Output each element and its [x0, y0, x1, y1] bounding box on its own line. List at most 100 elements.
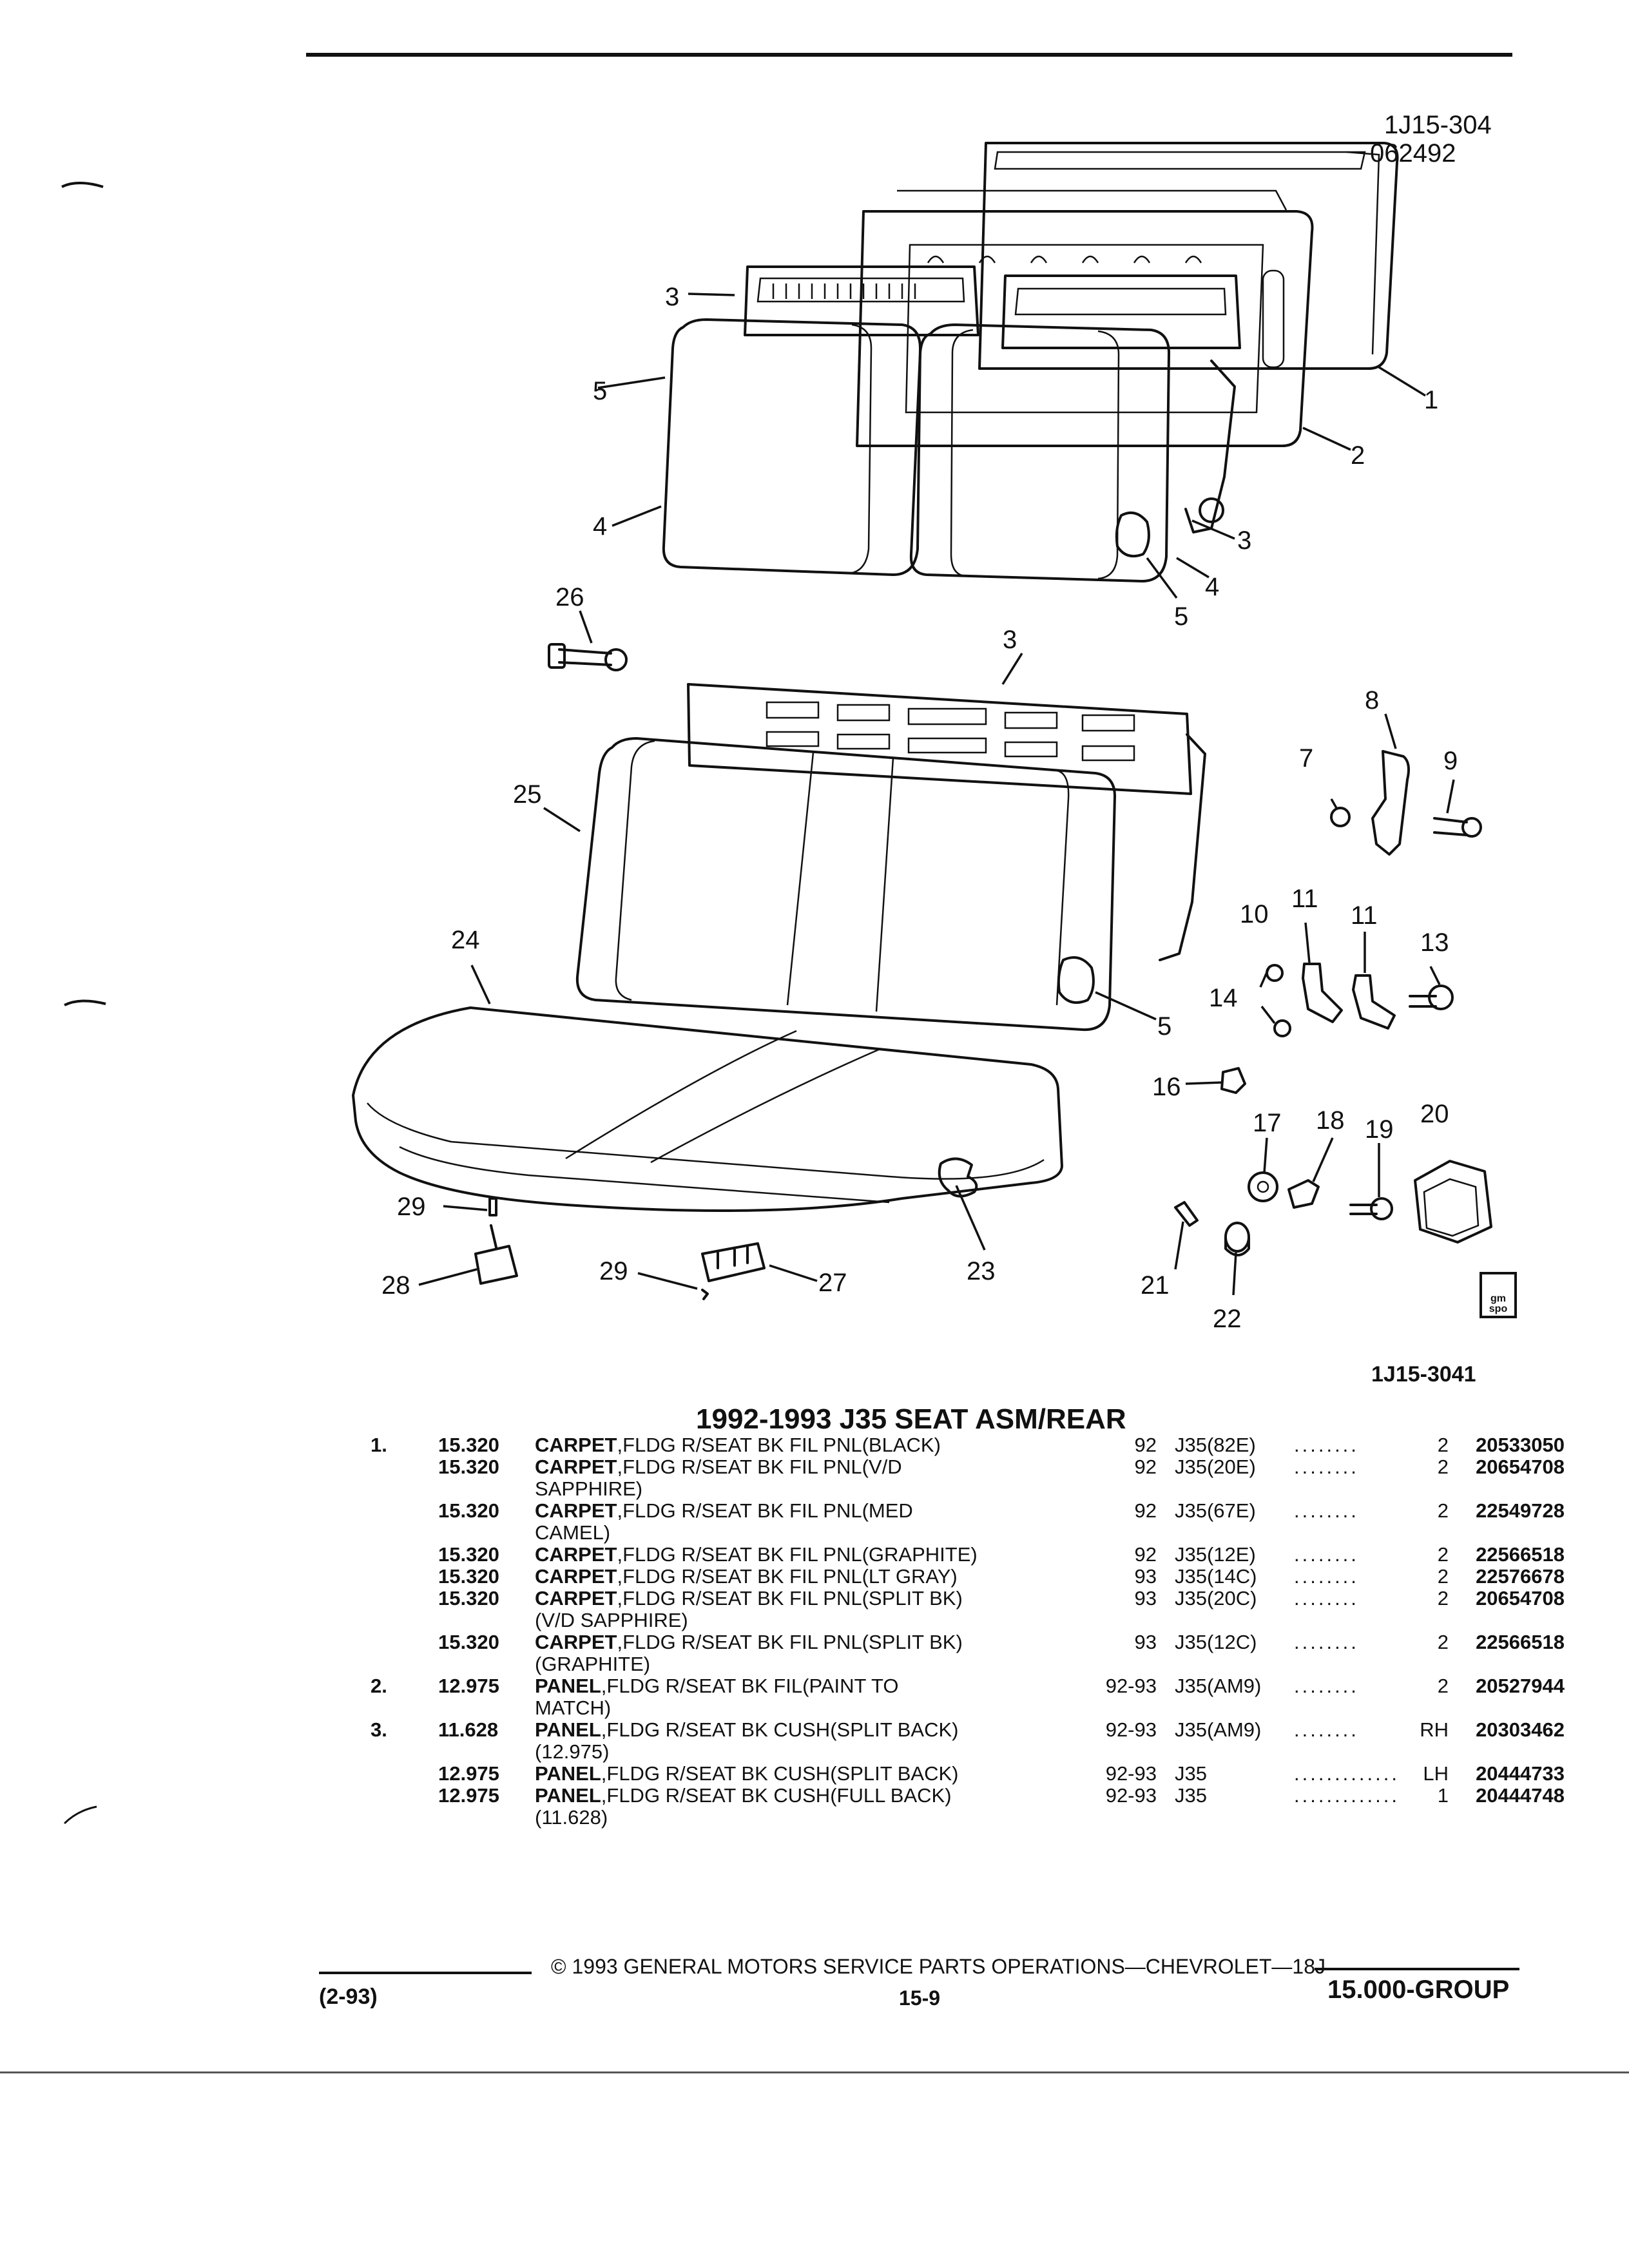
- part-29-screw-a: [488, 1197, 497, 1216]
- parts-description: PANEL,FLDG R/SEAT BK CUSH(SPLIT BACK)(12…: [535, 1719, 1060, 1763]
- parts-years: 93: [1134, 1631, 1157, 1653]
- figure-id: 1J15-3041: [1371, 1362, 1476, 1387]
- parts-name: PANEL: [535, 1762, 601, 1785]
- part-18-bushing: [1287, 1179, 1320, 1209]
- parts-table-body: 1. 15.320 CARPET,FLDG R/SEAT BK FIL PNL(BL…: [371, 1434, 1565, 1829]
- parts-leader-dots: ........: [1294, 1718, 1359, 1741]
- section-title: 1992-1993 J35 SEAT ASM/REAR: [696, 1403, 1126, 1435]
- parts-leader-dots: ........: [1294, 1499, 1359, 1522]
- parts-years: 92-93: [1105, 1675, 1157, 1697]
- parts-item-number: [371, 1500, 438, 1544]
- parts-description: CARPET,FLDG R/SEAT BK FIL PNL(BLACK): [535, 1434, 1060, 1456]
- callout-8: 8: [1365, 686, 1379, 715]
- part-19-bolt: [1349, 1197, 1393, 1220]
- parts-quantity: 2: [1437, 1675, 1449, 1697]
- parts-desc-line2: (V/D SAPPHIRE): [535, 1609, 688, 1631]
- parts-usage: J35(14C): [1175, 1565, 1257, 1588]
- parts-quantity: 2: [1437, 1456, 1449, 1478]
- parts-group-number: 11.628: [438, 1718, 499, 1741]
- parts-desc-line2: (12.975): [535, 1740, 610, 1763]
- parts-years: 92-93: [1105, 1762, 1157, 1785]
- parts-usage: J35(67E): [1175, 1499, 1256, 1522]
- parts-item-number: [371, 1544, 438, 1566]
- parts-part-number: 20654708: [1476, 1456, 1565, 1478]
- parts-years: 93: [1134, 1587, 1157, 1610]
- parts-name: PANEL: [535, 1718, 601, 1741]
- gm-spo-logo: gm spo: [1480, 1272, 1517, 1318]
- part-20-handle: [1414, 1160, 1492, 1244]
- parts-quantity: 2: [1437, 1565, 1449, 1588]
- callout-18: 18: [1316, 1106, 1345, 1135]
- parts-leader-dots: ........: [1294, 1675, 1359, 1697]
- callout-labels: 3 1 2 3 5 4 4 5 26 3 7 8 9 25 24 5 10 11…: [381, 283, 1458, 1333]
- callout-5b: 5: [1174, 602, 1188, 631]
- parts-name: CARPET: [535, 1631, 617, 1653]
- parts-usage: J35(20C): [1175, 1587, 1257, 1610]
- leader-lines: [418, 293, 1455, 1296]
- parts-quantity: 2: [1437, 1631, 1449, 1653]
- parts-quantity: 2: [1437, 1434, 1449, 1456]
- callout-28: 28: [381, 1271, 410, 1300]
- parts-group-number: 15.320: [438, 1456, 499, 1478]
- parts-years: 93: [1134, 1565, 1157, 1588]
- parts-item-number: 1.: [371, 1434, 387, 1456]
- parts-item-number: [371, 1631, 438, 1675]
- callout-23: 23: [967, 1257, 996, 1285]
- parts-item-number: [371, 1763, 438, 1785]
- part-25-back-cushion: [575, 737, 1116, 1032]
- parts-years: 92: [1134, 1543, 1157, 1566]
- parts-leader-dots: ........: [1294, 1456, 1359, 1478]
- parts-item-number: [371, 1588, 438, 1631]
- parts-name: CARPET: [535, 1587, 617, 1610]
- parts-description: PANEL,FLDG R/SEAT BK CUSH(SPLIT BACK): [535, 1763, 1060, 1785]
- callout-2: 2: [1351, 441, 1365, 470]
- parts-desc-line2: (GRAPHITE): [535, 1653, 651, 1675]
- parts-name: CARPET: [535, 1565, 617, 1588]
- footer-copyright: © 1993 GENERAL MOTORS SERVICE PARTS OPER…: [551, 1955, 1325, 1978]
- parts-item-number: [371, 1456, 438, 1500]
- part-24-seat-cushion: [352, 1006, 1063, 1212]
- callout-4a: 4: [593, 512, 607, 541]
- parts-usage: J35(12E): [1175, 1543, 1256, 1566]
- part-3-frame-right: [1001, 274, 1241, 533]
- parts-desc-line1: ,FLDG R/SEAT BK FIL PNL(GRAPHITE): [617, 1543, 978, 1566]
- parts-group-number: 15.320: [438, 1499, 499, 1522]
- parts-desc-line2: CAMEL): [535, 1521, 611, 1544]
- callout-3a: 3: [665, 283, 679, 311]
- callout-1: 1: [1424, 386, 1438, 414]
- part-21-screw: [1174, 1201, 1199, 1227]
- part-7-nut: [1330, 807, 1351, 827]
- parts-leader-dots: .............: [1294, 1762, 1400, 1785]
- callout-7: 7: [1299, 744, 1313, 773]
- parts-part-number: 20303462: [1476, 1718, 1565, 1741]
- parts-group-number: 15.320: [438, 1631, 499, 1653]
- callout-14: 14: [1209, 984, 1238, 1012]
- parts-desc-line1: ,FLDG R/SEAT BK FIL PNL(SPLIT BK): [617, 1587, 963, 1610]
- footer-group: 15.000-GROUP: [1327, 1975, 1510, 2004]
- callout-27: 27: [818, 1269, 847, 1297]
- callout-4b: 4: [1205, 573, 1219, 601]
- parts-item-number: [371, 1566, 438, 1588]
- callout-29a: 29: [397, 1193, 426, 1221]
- parts-leader-dots: ........: [1294, 1631, 1359, 1653]
- parts-desc-line2: SAPPHIRE): [535, 1477, 643, 1500]
- parts-years: 92-93: [1105, 1784, 1157, 1807]
- parts-quantity: 2: [1437, 1543, 1449, 1566]
- callout-20: 20: [1420, 1100, 1449, 1128]
- parts-group-number: 15.320: [438, 1434, 499, 1456]
- parts-table: 1. 15.320 CARPET,FLDG R/SEAT BK FIL PNL(BL…: [371, 1434, 1565, 1829]
- callout-10: 10: [1240, 900, 1269, 928]
- parts-part-number: 20654708: [1476, 1587, 1565, 1610]
- parts-desc-line1: ,FLDG R/SEAT BK FIL PNL(SPLIT BK): [617, 1631, 963, 1653]
- parts-quantity: LH: [1423, 1762, 1449, 1785]
- part-3-frame-left: [744, 265, 979, 336]
- parts-desc-line1: ,FLDG R/SEAT BK FIL PNL(MED: [617, 1499, 913, 1522]
- parts-row: 15.320 CARPET,FLDG R/SEAT BK FIL PNL(SPLI…: [371, 1631, 1565, 1675]
